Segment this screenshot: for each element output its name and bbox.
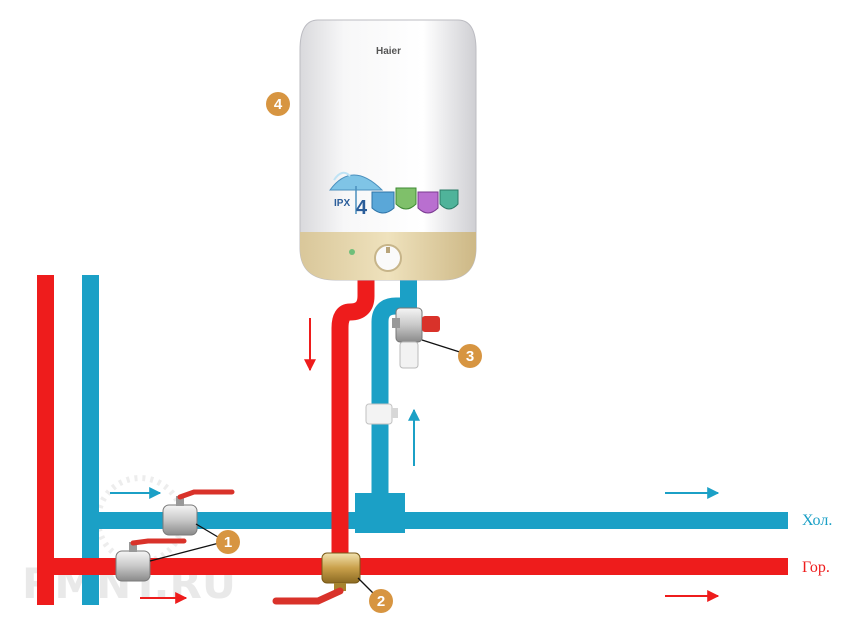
hot-riser-pipe (37, 275, 54, 605)
feature-badge-icon (417, 191, 439, 214)
badge-3: 3 (458, 344, 482, 368)
feature-badge-icon (439, 189, 459, 210)
hot-outlet-pipe (331, 276, 375, 572)
three-way-valve (272, 552, 361, 605)
feature-badges (371, 187, 459, 214)
badge-1: 1 (216, 530, 240, 554)
badge-3-label: 3 (466, 348, 474, 365)
cold-line-label: Хол. (802, 512, 832, 529)
cold-tee (355, 493, 405, 533)
ball-valve-cold (162, 489, 235, 536)
hot-line-label: Гор. (802, 559, 830, 576)
indicator-light (349, 249, 355, 255)
water-heater-tank: Haier IPX 4 (299, 19, 477, 281)
heater-brand-logo: Haier (376, 46, 401, 57)
badge-4-label: 4 (274, 96, 283, 113)
safety-valve (392, 307, 440, 369)
cold-riser-pipe (82, 275, 99, 605)
ipx-rating-number: 4 (356, 197, 368, 219)
ipx-umbrella-icon (329, 171, 384, 214)
thermostat-knob (374, 244, 402, 272)
feature-badge-icon (395, 187, 417, 210)
cold-main-pipe (82, 512, 788, 529)
feature-badge-icon (371, 191, 395, 214)
drain-tap (365, 403, 398, 425)
ipx-rating-prefix: IPX (334, 198, 350, 209)
badge-4: 4 (266, 92, 290, 116)
badge-2-label: 2 (377, 593, 385, 610)
cold-supply-pipe (371, 297, 409, 512)
watermark: RMNT.RU (22, 475, 236, 608)
badge-2: 2 (369, 589, 393, 613)
hot-main-pipe (37, 558, 788, 575)
ball-valve-hot (115, 538, 187, 582)
badge-1-label: 1 (224, 534, 232, 551)
